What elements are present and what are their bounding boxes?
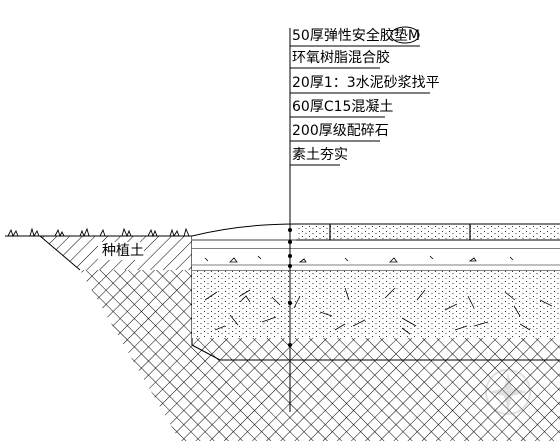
layer-label-mortar: 20厚1：3水泥砂浆找平 <box>292 75 440 91</box>
ground-surface <box>5 227 192 238</box>
watermark-logo <box>485 369 531 415</box>
planting-soil-label: 种植土 <box>102 243 144 259</box>
layer-label-soil: 素土夯实 <box>292 147 348 163</box>
planting-soil-region <box>39 235 192 271</box>
layer-label-rubber-pad: 50厚弹性安全胶垫M <box>292 28 420 44</box>
leader-line <box>288 28 292 412</box>
layer-label-epoxy: 环氧树脂混合胶 <box>292 50 390 66</box>
layer-label-concrete: 60厚C15混凝土 <box>292 99 394 115</box>
compacted-soil-region <box>80 270 560 441</box>
gravel-layer <box>192 269 560 338</box>
surface-layers <box>191 223 560 248</box>
label-underlines <box>290 26 430 166</box>
layer-label-gravel: 200厚级配碎石 <box>292 123 389 139</box>
concrete-layer <box>192 247 560 270</box>
